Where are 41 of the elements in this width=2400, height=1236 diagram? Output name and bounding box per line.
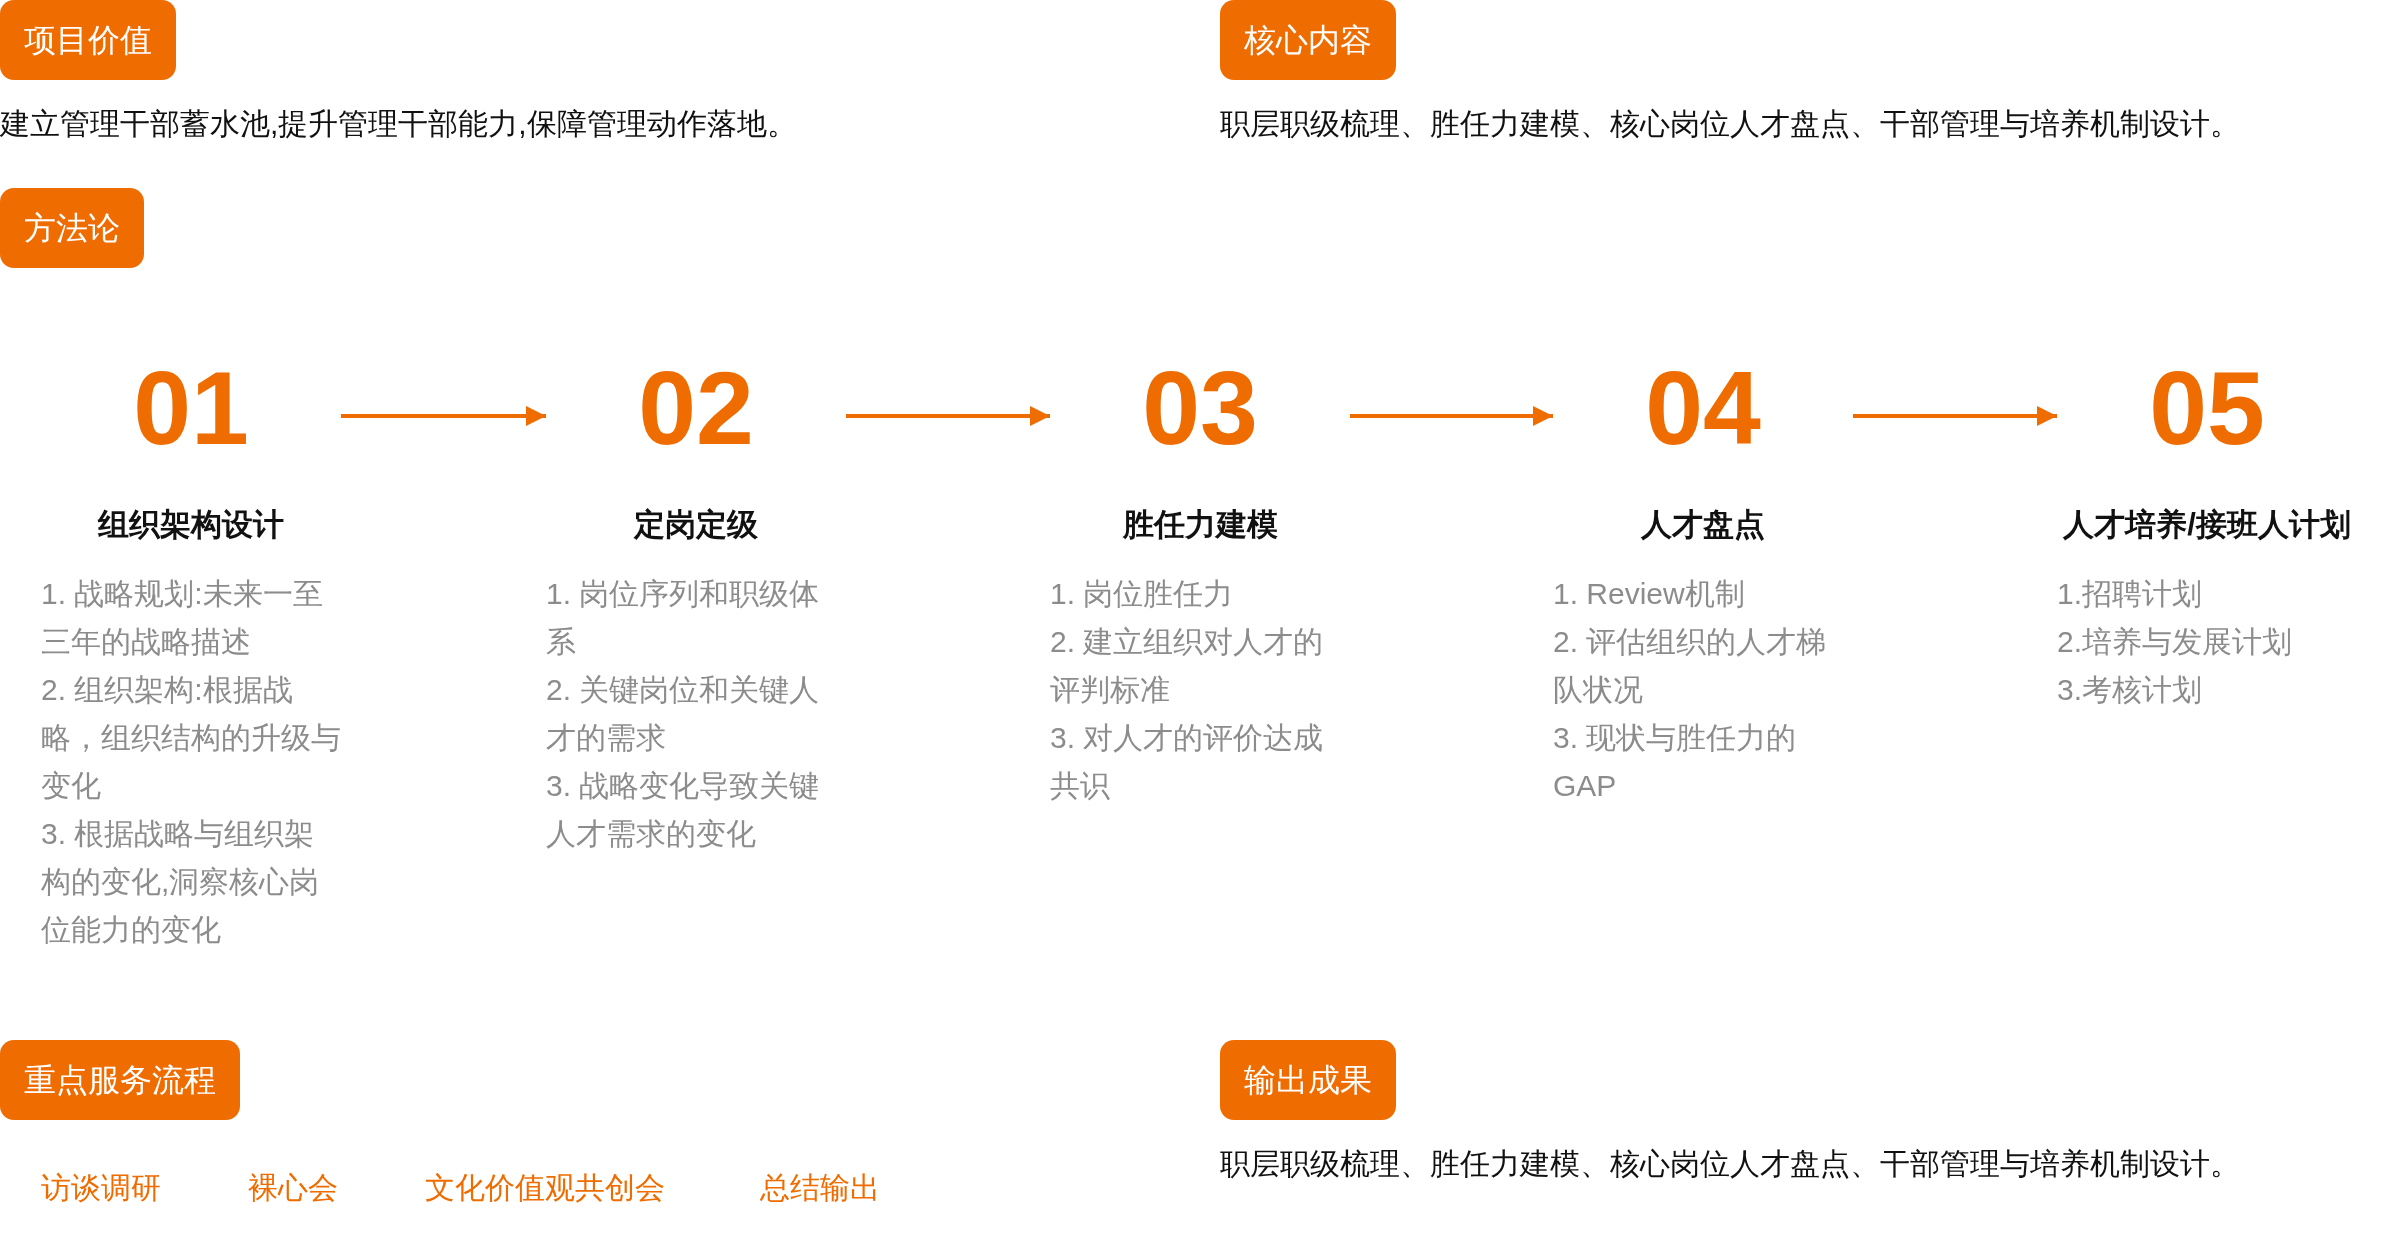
step-number: 01 [133, 349, 249, 468]
step-description: 3. 现状与胜任力的GAP [1553, 720, 1798, 804]
description-text: 职层职级梳理、胜任力建模、核心岗位人才盘点、干部管理与培养机制设计。 [1220, 106, 2240, 142]
process-item: 访谈调研 [41, 1170, 161, 1206]
step-description: 1. 岗位胜任力 [1050, 576, 1235, 612]
arrow [1350, 406, 1553, 426]
process-item: 文化价值观共创会 [425, 1170, 665, 1206]
step-title: 定岗定级 [634, 506, 758, 544]
process-item: 裸心会 [248, 1170, 338, 1206]
description-text: 职层职级梳理、胜任力建模、核心岗位人才盘点、干部管理与培养机制设计。 [1220, 1146, 2240, 1182]
step-number: 04 [1645, 349, 1761, 468]
step-title: 人才培养/接班人计划 [2063, 506, 2351, 544]
step-description: 2.培养与发展计划 [2057, 624, 2294, 660]
step-description: 1.招聘计划 [2057, 576, 2204, 612]
section-badge: 输出成果 [1220, 1040, 1396, 1120]
step-title: 人才盘点 [1641, 506, 1765, 544]
step-description: 3.考核计划 [2057, 672, 2204, 708]
step-description: 1. Review机制 [1553, 576, 1746, 612]
step-description: 3. 对人才的评价达成共识 [1050, 720, 1325, 804]
step-description: 3. 根据战略与组织架构的变化,洞察核心岗位能力的变化 [41, 816, 321, 948]
step-description: 2. 评估组织的人才梯队状况 [1553, 624, 1828, 708]
step-description: 2. 建立组织对人才的评判标准 [1050, 624, 1325, 708]
arrow [1853, 406, 2057, 426]
step-number: 02 [638, 349, 754, 468]
arrow [341, 406, 546, 426]
step-title: 胜任力建模 [1122, 506, 1278, 544]
step-number: 05 [2149, 349, 2265, 468]
step-description: 1. 岗位序列和职级体系 [546, 576, 821, 660]
step-title: 组织架构设计 [98, 506, 284, 544]
step-description: 2. 关键岗位和关键人才的需求 [546, 672, 821, 756]
description-text: 建立管理干部蓄水池,提升管理干部能力,保障管理动作落地。 [0, 106, 797, 142]
section-badge: 核心内容 [1220, 0, 1396, 80]
step-number: 03 [1142, 349, 1258, 468]
arrow [846, 406, 1050, 426]
process-item: 总结输出 [760, 1170, 880, 1206]
section-badge: 项目价值 [0, 0, 176, 80]
section-badge: 方法论 [0, 188, 144, 268]
section-badge: 重点服务流程 [0, 1040, 240, 1120]
step-description: 2. 组织架构:根据战略，组织结构的升级与变化 [41, 672, 341, 804]
step-description: 1. 战略规划:未来一至三年的战略描述 [41, 576, 324, 660]
step-description: 3. 战略变化导致关键人才需求的变化 [546, 768, 821, 852]
